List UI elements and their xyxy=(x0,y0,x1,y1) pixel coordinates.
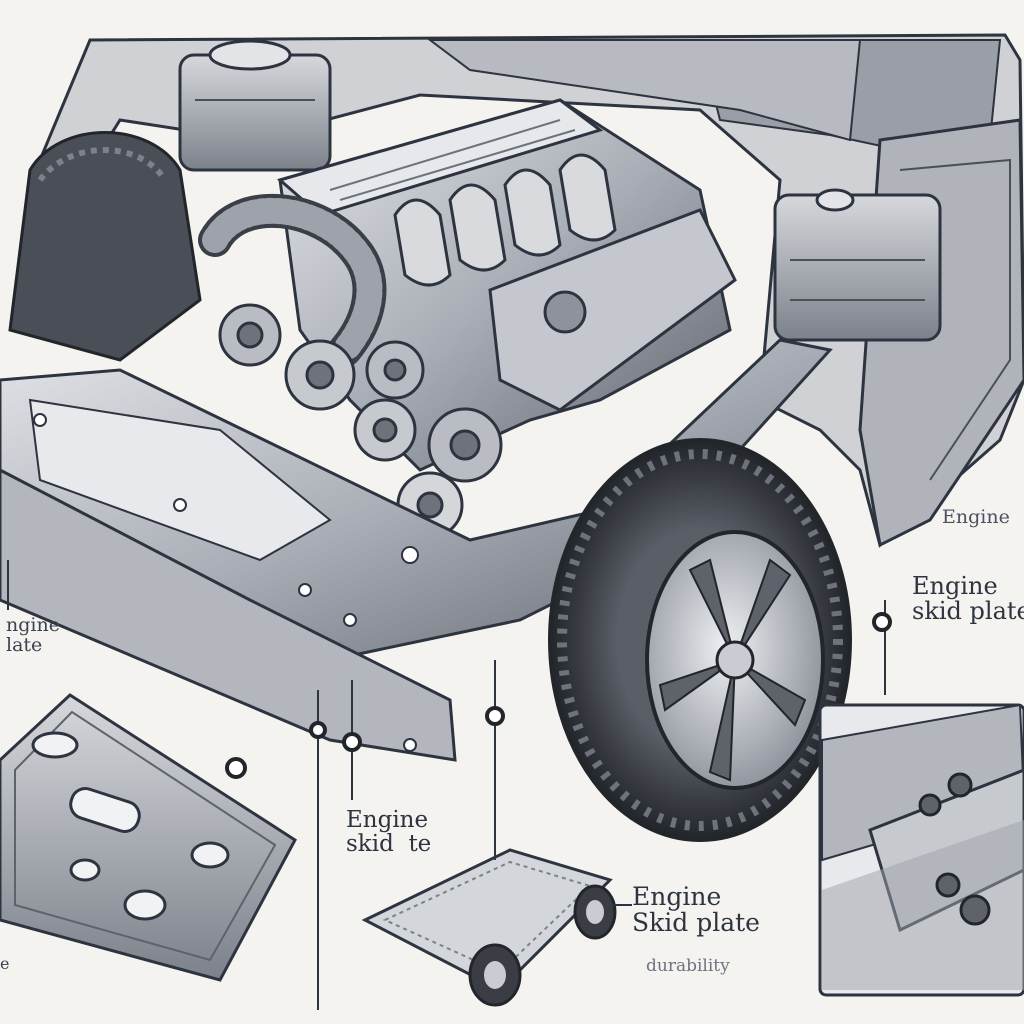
ring-marker-icons xyxy=(225,612,892,779)
ring-marker-icon xyxy=(485,706,505,726)
engine-skid-plate-label-center: Engine skid te xyxy=(346,807,432,858)
skid-plate-loose xyxy=(0,693,297,982)
ring-marker-icon xyxy=(872,612,892,632)
ring-marker-icon xyxy=(342,732,362,752)
engine-skid-plate-label-bottom: Engine Skid plate xyxy=(632,882,760,938)
engine-block xyxy=(276,98,737,472)
front-wheel xyxy=(548,438,852,842)
coolant-reservoir-left xyxy=(178,39,332,172)
left-front-tire xyxy=(8,131,202,362)
front-subframe xyxy=(0,338,833,762)
ring-marker-icon xyxy=(309,721,327,739)
engine-label-top-right: Engine xyxy=(942,506,1010,528)
engine-skid-plate-label-right: Engine skid plate xyxy=(912,572,1024,626)
skid-plate-detail-inset xyxy=(818,703,1024,997)
skid-plate-cart xyxy=(361,848,617,1007)
engine-skid-plate-label-left: ngine late xyxy=(6,614,60,656)
partial-label-bottom-left: e xyxy=(0,954,10,973)
durability-label: durability xyxy=(646,956,730,976)
callout-lines xyxy=(7,560,886,1010)
coolant-reservoir-right xyxy=(773,188,942,342)
ring-marker-icon xyxy=(225,757,247,779)
